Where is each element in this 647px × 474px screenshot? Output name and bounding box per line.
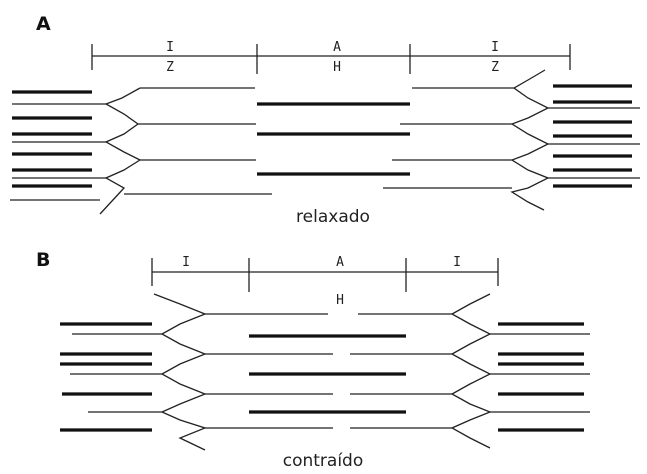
panel-letter-a: A	[36, 13, 51, 35]
z-disc-right	[510, 69, 550, 211]
band-label-z-right: Z	[491, 60, 499, 75]
thick-filaments-a-band	[257, 102, 410, 176]
z-disc-left	[99, 87, 142, 215]
band-label-a: A	[336, 255, 344, 270]
caption-contracted: contraído	[283, 451, 364, 471]
band-label-i-right: I	[491, 40, 499, 55]
caption-relaxed: relaxado	[296, 207, 370, 227]
thick-filaments-far-left	[60, 322, 152, 432]
band-scale-relaxed	[91, 44, 571, 74]
panel-letter-b: B	[36, 249, 50, 271]
thick-filaments-far-left	[12, 90, 92, 188]
band-label-i-right: I	[453, 255, 461, 270]
band-label-i-left: I	[166, 40, 174, 55]
thin-filaments-right	[383, 87, 640, 189]
thin-filaments-left	[70, 313, 333, 429]
thin-filaments-left	[10, 87, 272, 201]
band-scale-contracted	[151, 258, 499, 292]
thick-filaments-far-right	[553, 84, 632, 188]
thick-filaments-far-right	[498, 322, 584, 432]
thick-filaments-a-band	[249, 334, 406, 414]
band-label-i-left: I	[182, 255, 190, 270]
band-label-h: H	[336, 293, 344, 308]
z-disc-right	[450, 293, 492, 449]
band-label-a: A	[333, 40, 341, 55]
z-disc-left	[153, 293, 207, 451]
band-label-h: H	[333, 60, 341, 75]
band-label-z-left: Z	[166, 60, 174, 75]
panel-contracted: B I A H I	[36, 249, 590, 471]
thin-filaments-right	[350, 313, 590, 429]
panel-relaxed: A I Z A H I Z	[10, 13, 640, 227]
